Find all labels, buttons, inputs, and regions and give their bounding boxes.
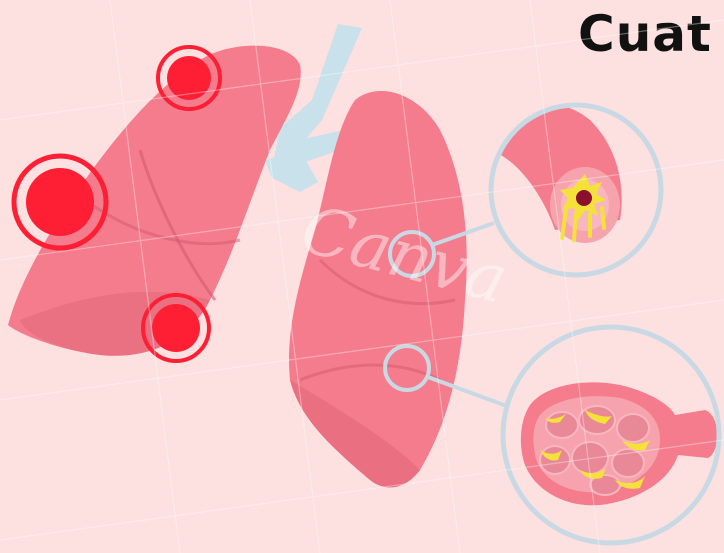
hotspot-left-icon	[14, 156, 106, 248]
hotspot-top-icon	[158, 47, 220, 109]
bronchus-zoom-lens-icon	[490, 104, 661, 275]
alveoli-zoom-lens-icon	[503, 327, 719, 543]
hotspot-bottom-icon	[143, 295, 209, 361]
